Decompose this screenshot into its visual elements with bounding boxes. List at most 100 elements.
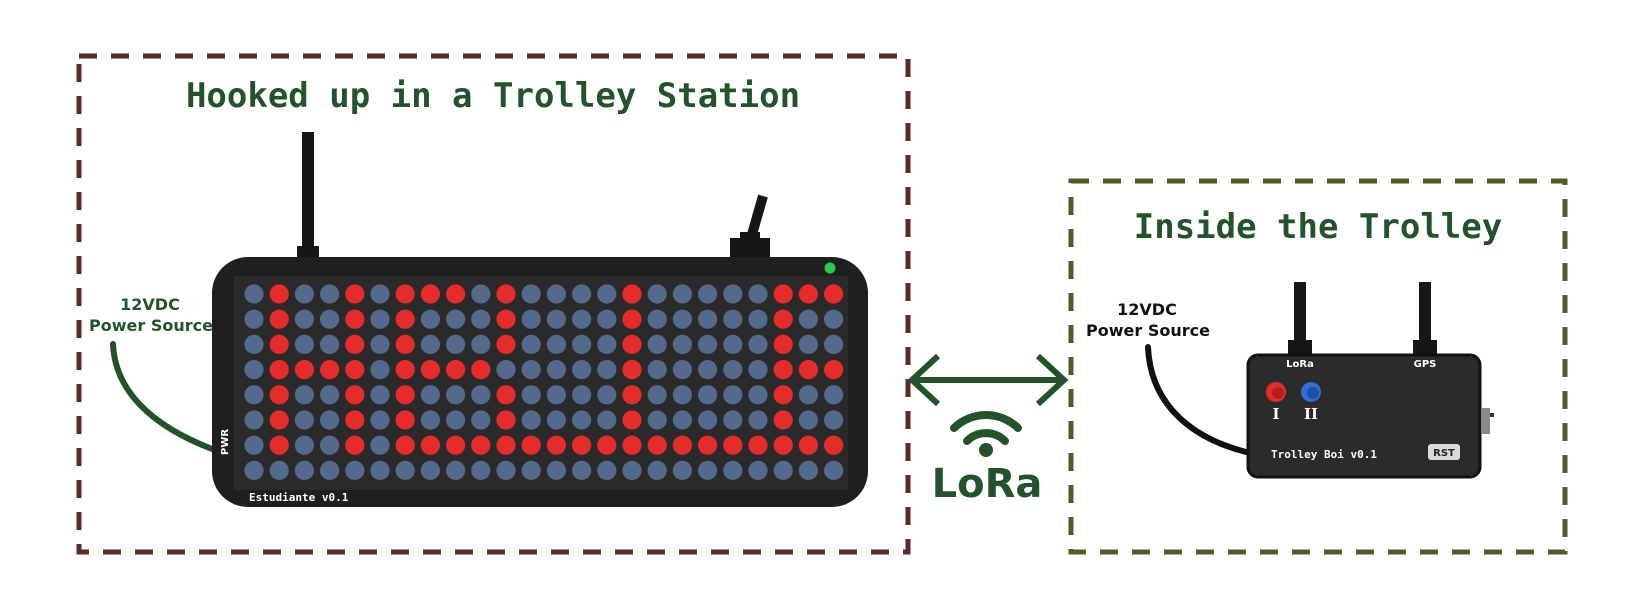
led-off bbox=[647, 334, 667, 354]
led-on bbox=[773, 410, 793, 430]
led-off bbox=[597, 334, 617, 354]
led-off bbox=[496, 360, 516, 380]
trolley-power-cable bbox=[1145, 344, 1249, 455]
led-off bbox=[244, 309, 264, 329]
led-on bbox=[269, 435, 289, 455]
led-off bbox=[294, 410, 314, 430]
led-on bbox=[395, 334, 415, 354]
led-on bbox=[824, 360, 844, 380]
led-on bbox=[597, 435, 617, 455]
led-off bbox=[597, 309, 617, 329]
led-on bbox=[446, 284, 466, 304]
led-on bbox=[698, 435, 718, 455]
led-on bbox=[345, 410, 365, 430]
led-on bbox=[572, 435, 592, 455]
button-ii[interactable] bbox=[1301, 382, 1321, 402]
led-off bbox=[597, 360, 617, 380]
led-off bbox=[824, 460, 844, 480]
led-off bbox=[572, 284, 592, 304]
led-on bbox=[395, 284, 415, 304]
led-off bbox=[471, 385, 491, 405]
led-off bbox=[672, 334, 693, 354]
led-on bbox=[773, 360, 793, 380]
station-power-cable bbox=[110, 341, 215, 452]
led-off bbox=[748, 284, 768, 304]
led-off bbox=[647, 460, 667, 480]
led-off bbox=[798, 309, 819, 329]
led-on bbox=[345, 284, 365, 304]
led-off bbox=[698, 334, 718, 354]
led-off bbox=[647, 309, 667, 329]
led-off bbox=[320, 460, 340, 480]
led-off bbox=[320, 410, 340, 430]
led-off bbox=[647, 284, 667, 304]
trolley-device-label: Trolley Boi v0.1 bbox=[1271, 448, 1377, 461]
led-on bbox=[345, 334, 365, 354]
station-power-label-line2: Power Source bbox=[89, 316, 213, 335]
status-led bbox=[824, 262, 836, 274]
led-on bbox=[824, 435, 844, 455]
station-title: Hooked up in a Trolley Station bbox=[186, 76, 800, 116]
led-on bbox=[395, 410, 415, 430]
led-off bbox=[320, 385, 340, 405]
led-matrix bbox=[244, 284, 844, 480]
button-i[interactable] bbox=[1266, 382, 1286, 402]
led-off bbox=[672, 410, 693, 430]
led-off bbox=[546, 284, 567, 304]
led-on bbox=[773, 385, 793, 405]
led-off bbox=[320, 334, 340, 354]
led-off bbox=[521, 460, 541, 480]
led-off bbox=[748, 309, 768, 329]
rst-button[interactable]: RST bbox=[1428, 444, 1460, 460]
led-on bbox=[345, 360, 365, 380]
led-on bbox=[395, 385, 415, 405]
led-off bbox=[723, 360, 743, 380]
trolley-power-label-line1: 12VDC bbox=[1117, 300, 1177, 319]
trolley-frame bbox=[1068, 178, 1568, 555]
led-off bbox=[698, 360, 718, 380]
station-antenna-right bbox=[730, 194, 770, 260]
led-off bbox=[773, 460, 793, 480]
led-on bbox=[269, 334, 289, 354]
led-off bbox=[597, 410, 617, 430]
led-off bbox=[370, 435, 390, 455]
led-off bbox=[471, 460, 491, 480]
led-on bbox=[269, 410, 289, 430]
led-off bbox=[244, 334, 264, 354]
led-matrix-panel bbox=[234, 276, 848, 490]
trolley-antenna-gps bbox=[1413, 282, 1437, 354]
led-off bbox=[672, 284, 693, 304]
led-off bbox=[521, 385, 541, 405]
led-on bbox=[269, 360, 289, 380]
led-on bbox=[622, 385, 642, 405]
button-ii-label: II bbox=[1304, 405, 1318, 423]
led-off bbox=[572, 309, 592, 329]
led-off bbox=[546, 410, 567, 430]
led-off bbox=[320, 435, 340, 455]
led-on bbox=[546, 435, 567, 455]
led-on bbox=[672, 435, 693, 455]
wifi-icon bbox=[950, 411, 1022, 457]
led-off bbox=[521, 360, 541, 380]
led-off bbox=[471, 309, 491, 329]
led-off bbox=[672, 309, 693, 329]
led-off bbox=[269, 460, 289, 480]
led-off bbox=[244, 284, 264, 304]
station-antenna-left bbox=[297, 132, 319, 260]
lora-port-label: LoRa bbox=[1286, 359, 1314, 370]
led-off bbox=[748, 385, 768, 405]
led-on bbox=[269, 284, 289, 304]
led-on bbox=[622, 309, 642, 329]
led-on bbox=[446, 435, 466, 455]
led-off bbox=[647, 360, 667, 380]
led-off bbox=[294, 435, 314, 455]
trolley-title: Inside the Trolley bbox=[1134, 207, 1502, 247]
lora-link-label: LoRa bbox=[932, 461, 1043, 507]
led-off bbox=[471, 284, 491, 304]
led-on bbox=[496, 385, 516, 405]
led-on bbox=[345, 435, 365, 455]
button-i-label: I bbox=[1272, 405, 1279, 423]
led-on bbox=[395, 309, 415, 329]
led-off bbox=[698, 460, 718, 480]
